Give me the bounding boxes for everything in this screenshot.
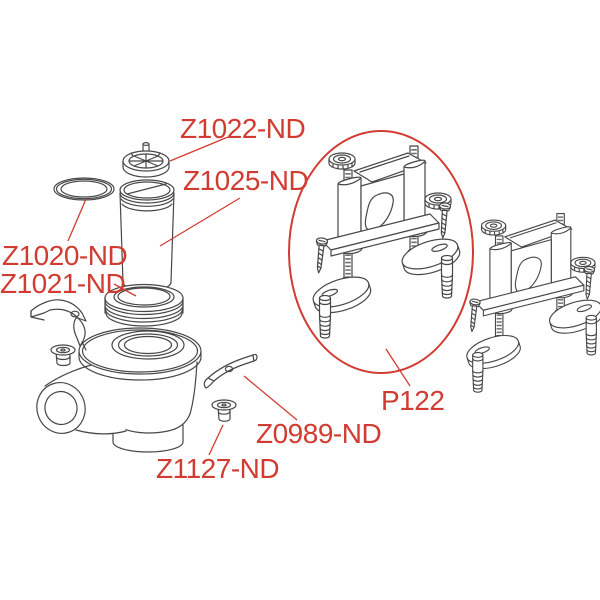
leader-lines [67, 136, 411, 456]
part-label-z1021: Z1021-ND [0, 268, 126, 299]
right-clip-drawing [203, 353, 258, 389]
gasket-drawing [104, 283, 184, 327]
part-label-z0989: Z0989-ND [256, 418, 382, 449]
strainer-cap-drawing [122, 142, 170, 178]
trap-body-drawing [36, 327, 202, 453]
p122-ellipse-outline [288, 130, 474, 374]
p122-assembly-drawing [310, 146, 464, 338]
oring-drawing [53, 177, 115, 201]
extension-pipe-drawing [119, 179, 175, 292]
part-label-z1020: Z1020-ND [2, 240, 128, 271]
part-label-z1022: Z1022-ND [180, 113, 306, 144]
part-label-z1025: Z1025-ND [183, 165, 309, 196]
second-assembly-drawing [463, 214, 600, 393]
left-clip-drawing [30, 299, 87, 351]
left-screw-drawing [50, 344, 76, 367]
right-screw-drawing [211, 399, 237, 422]
part-label-p122: P122 [381, 385, 445, 416]
part-label-z1127: Z1127-ND [156, 453, 280, 484]
